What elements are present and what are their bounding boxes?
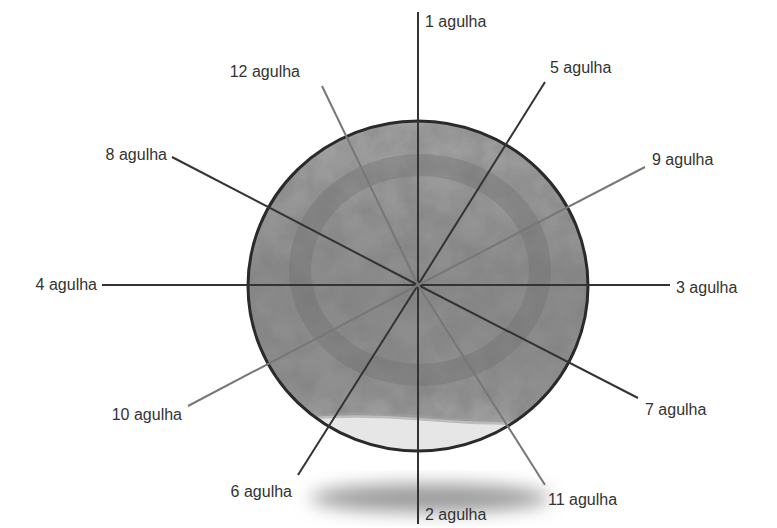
- needle-label: 2 agulha: [425, 507, 486, 523]
- needle-label: 5 agulha: [550, 60, 611, 76]
- needle-label: 10 agulha: [112, 407, 182, 423]
- needle-label: 8 agulha: [106, 147, 167, 163]
- needle-label: 7 agulha: [645, 402, 706, 418]
- needle-lines: [102, 12, 670, 524]
- needle-label: 3 agulha: [676, 280, 737, 296]
- needle-label: 4 agulha: [36, 277, 97, 293]
- needle-label: 1 agulha: [425, 14, 486, 30]
- needle-label: 12 agulha: [230, 64, 300, 80]
- needle-label: 11 agulha: [548, 492, 617, 508]
- needle-label: 6 agulha: [231, 484, 292, 500]
- needle-label: 9 agulha: [652, 152, 713, 168]
